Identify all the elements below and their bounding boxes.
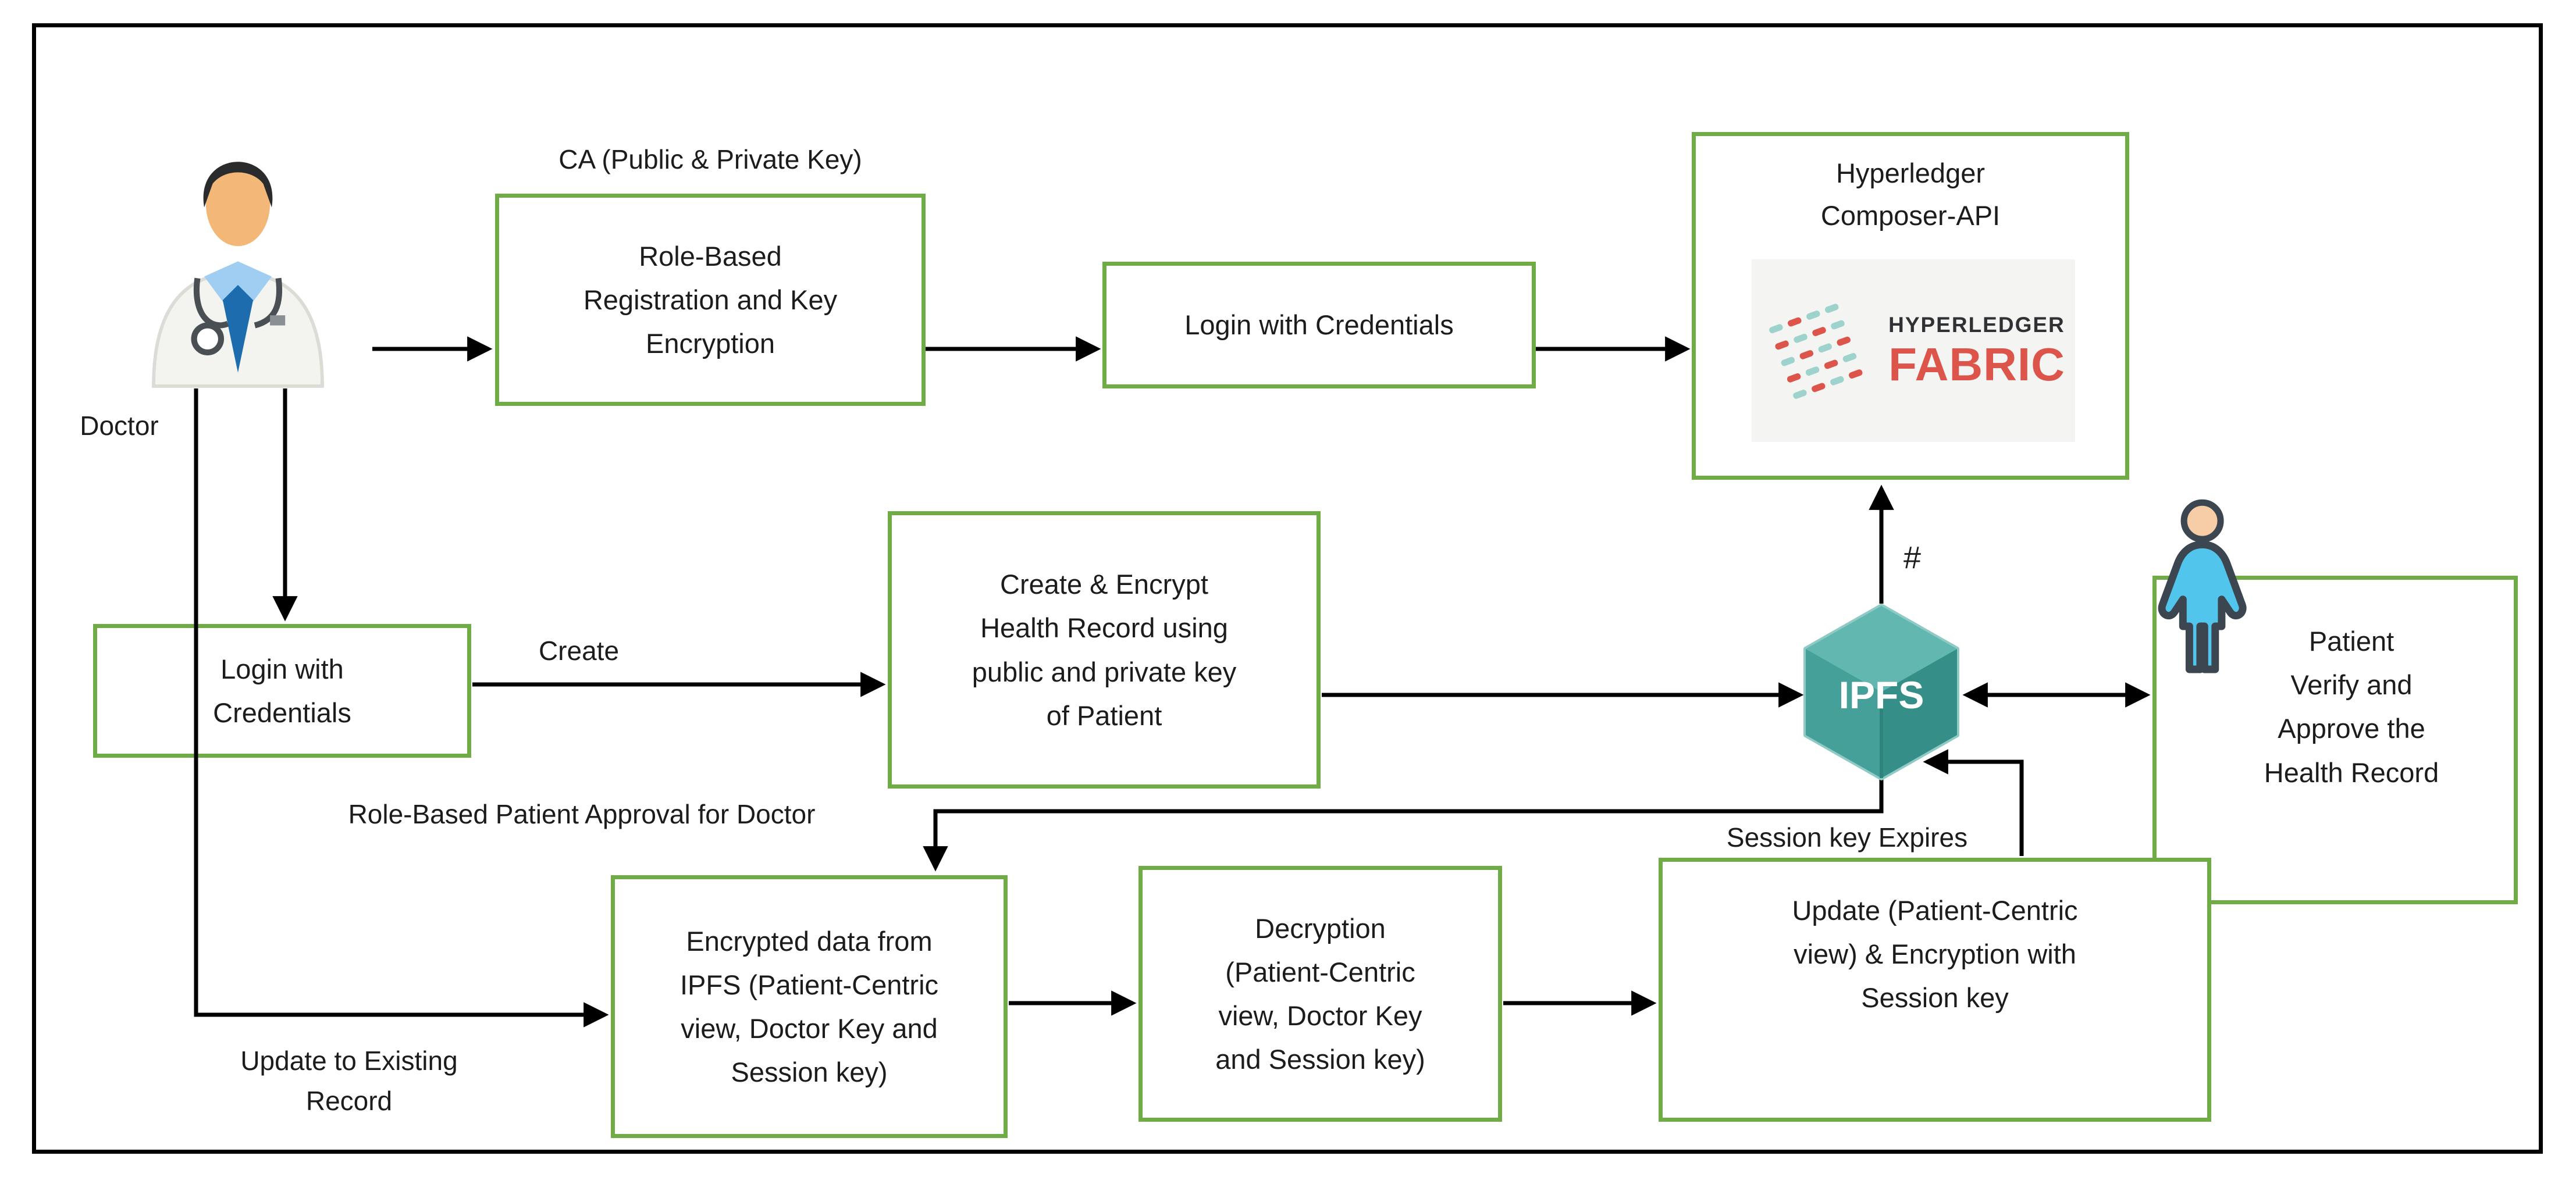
node-update-encrypt: Update (Patient-Centric view) & Encrypti… — [1659, 858, 2211, 1122]
node-encrypted-data: Encrypted data from IPFS (Patient-Centri… — [611, 875, 1008, 1138]
hyperledger-title: Hyperledger Composer-API — [1820, 158, 2001, 231]
hyperledger-fabric-logo-icon — [1769, 304, 1863, 399]
node-role-registration: Role-Based Registration and Key Encrypti… — [495, 194, 926, 406]
hyperledger-fabric-logo: HYPERLEDGER FABRIC — [1752, 259, 2075, 442]
node-decryption: Decryption (Patient-Centric view, Doctor… — [1138, 866, 1502, 1122]
node-login-top: Login with Credentials — [1102, 262, 1536, 388]
node-label: Role-Based Registration and Key Encrypti… — [583, 240, 838, 359]
node-label: Encrypted data from IPFS (Patient-Centri… — [679, 925, 939, 1088]
session-expires-label: Session key Expires — [1726, 822, 1968, 853]
create-label: Create — [538, 636, 620, 666]
brand-hyperledger: HYPERLEDGER — [1888, 312, 2065, 337]
update-existing-label: Update to Existing Record — [240, 1046, 458, 1116]
node-label: Create & Encrypt Health Record using pub… — [972, 569, 1237, 731]
hash-label: # — [1903, 540, 1922, 575]
ca-key-label: CA (Public & Private Key) — [558, 144, 862, 174]
node-label: Login with Credentials — [213, 653, 351, 728]
role-approval-label: Role-Based Patient Approval for Doctor — [348, 799, 816, 829]
node-create-encrypt: Create & Encrypt Health Record using pub… — [888, 511, 1321, 789]
brand-fabric: FABRIC — [1888, 338, 2065, 390]
node-label: Decryption (Patient-Centric view, Doctor… — [1215, 912, 1425, 1075]
node-label: Update (Patient-Centric view) & Encrypti… — [1792, 895, 2078, 1014]
hyperledger-fabric-wordmark: HYPERLEDGER FABRIC — [1888, 314, 2065, 388]
node-label: Patient Verify and Approve the Health Re… — [2264, 626, 2439, 788]
doctor-label: Doctor — [80, 411, 159, 441]
node-label: Login with Credentials — [1184, 309, 1454, 341]
diagram-border — [32, 23, 2543, 1154]
node-hyperledger-composer-api: extraneous Hyperledger Composer-API — [1692, 132, 2129, 480]
node-login-left: Login with Credentials — [93, 624, 471, 758]
node-patient-verify: Patient Verify and Approve the Health Re… — [2152, 576, 2518, 904]
